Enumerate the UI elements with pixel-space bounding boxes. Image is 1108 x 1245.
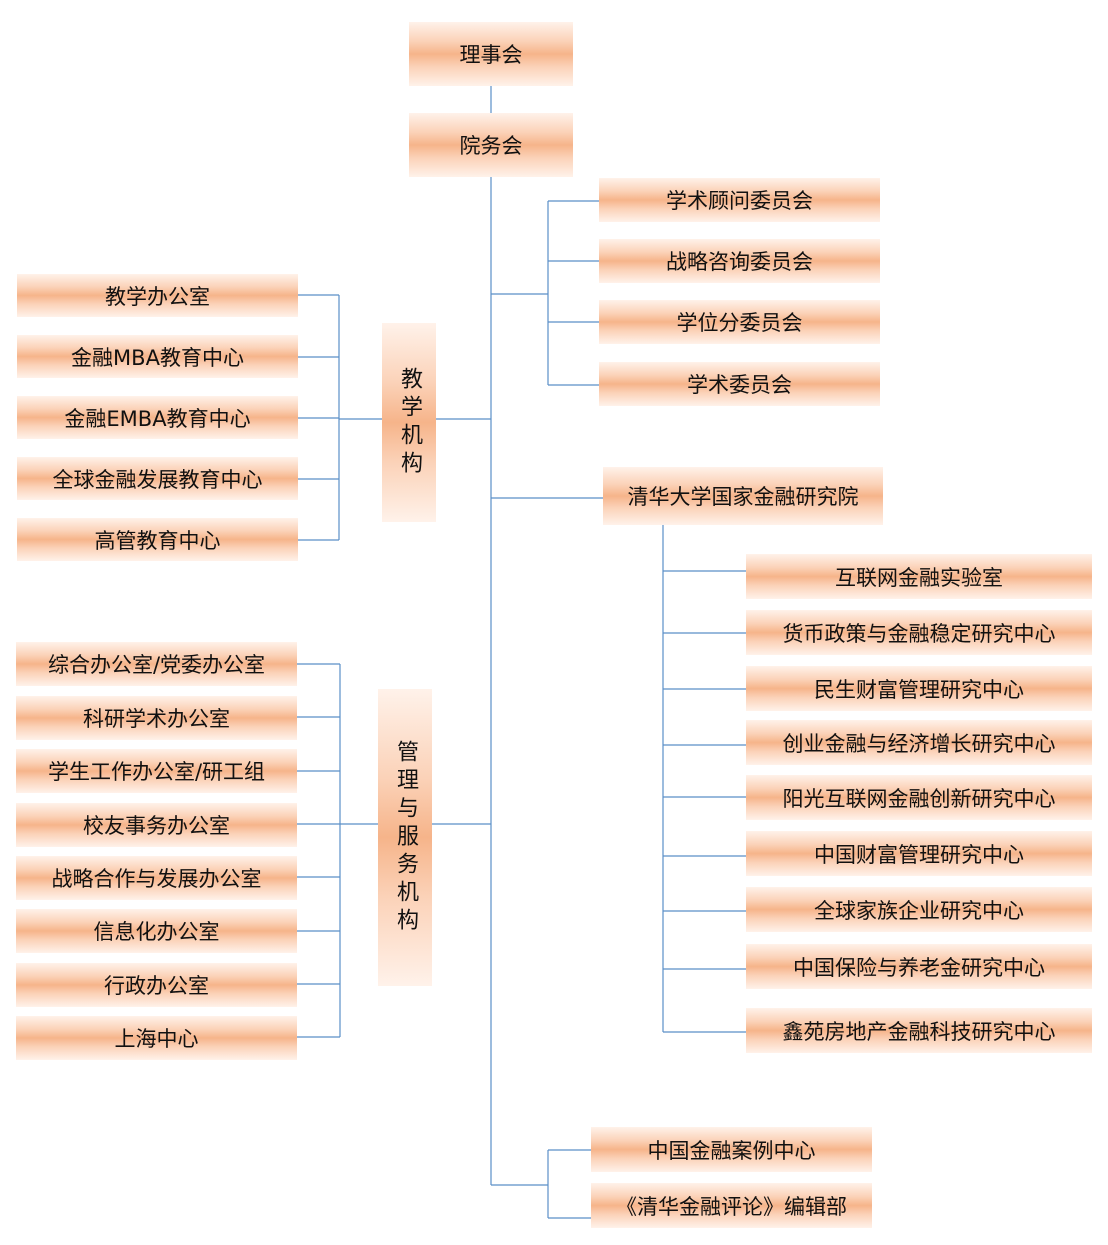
teaching-item-box: 全球金融发展教育中心 xyxy=(17,457,298,500)
teaching-title-box: 教学机构 xyxy=(382,323,436,522)
research-center-box: 鑫苑房地产金融科技研究中心 xyxy=(746,1008,1092,1053)
management-item-box: 校友事务办公室 xyxy=(16,803,297,847)
research-center-box: 全球家族企业研究中心 xyxy=(746,887,1092,932)
committee-box: 学术委员会 xyxy=(599,362,880,406)
committee-box: 学位分委员会 xyxy=(599,300,880,344)
council-box: 院务会 xyxy=(409,113,573,177)
management-item-box: 上海中心 xyxy=(16,1016,297,1060)
management-item-box: 学生工作办公室/研工组 xyxy=(16,749,297,793)
other-unit-box: 中国金融案例中心 xyxy=(591,1127,872,1172)
teaching-item-box: 高管教育中心 xyxy=(17,518,298,561)
management-item-box: 科研学术办公室 xyxy=(16,696,297,740)
committee-box: 学术顾问委员会 xyxy=(599,178,880,222)
research-center-box: 中国保险与养老金研究中心 xyxy=(746,944,1092,989)
research-center-box: 民生财富管理研究中心 xyxy=(746,666,1092,711)
committee-box: 战略咨询委员会 xyxy=(599,239,880,283)
research-center-box: 创业金融与经济增长研究中心 xyxy=(746,720,1092,765)
research-center-box: 互联网金融实验室 xyxy=(746,554,1092,599)
research-center-box: 中国财富管理研究中心 xyxy=(746,831,1092,876)
research-center-box: 货币政策与金融稳定研究中心 xyxy=(746,610,1092,655)
management-item-box: 综合办公室/党委办公室 xyxy=(16,642,297,686)
research-center-box: 阳光互联网金融创新研究中心 xyxy=(746,775,1092,820)
management-item-box: 信息化办公室 xyxy=(16,909,297,953)
board-box: 理事会 xyxy=(409,22,573,86)
management-item-box: 行政办公室 xyxy=(16,963,297,1007)
teaching-item-box: 金融EMBA教育中心 xyxy=(17,396,298,439)
teaching-item-box: 金融MBA教育中心 xyxy=(17,335,298,378)
teaching-item-box: 教学办公室 xyxy=(17,274,298,317)
management-item-box: 战略合作与发展办公室 xyxy=(16,856,297,900)
institute-box: 清华大学国家金融研究院 xyxy=(603,467,883,525)
other-unit-box: 《清华金融评论》编辑部 xyxy=(591,1183,872,1228)
management-title-box: 管理与服务机构 xyxy=(378,689,432,986)
